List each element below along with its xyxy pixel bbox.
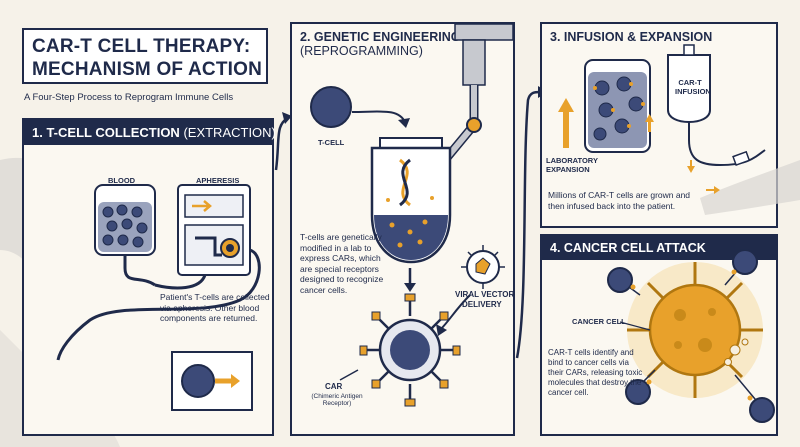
blood-label: BLOOD: [108, 176, 136, 185]
step3-heading: 3. INFUSION & EXPANSION: [550, 30, 713, 44]
tcell-label: T-CELL: [318, 138, 345, 147]
title-line-2: MECHANISM OF ACTION: [32, 59, 263, 80]
apheresis-label: APHERESIS: [196, 176, 240, 185]
step1-heading: 1. T-CELL COLLECTION (EXTRACTION): [24, 120, 276, 145]
cancer-cell-label: CANCER CELL: [572, 317, 626, 326]
step2-heading: 2. GENETIC ENGINEERING (REPROGRAMMING): [300, 30, 461, 58]
step4-caption: CAR-T cells identify and bind to cancer …: [548, 348, 643, 397]
title-box: CAR-T CELL THERAPY: MECHANISM OF ACTION: [22, 28, 268, 84]
step3-caption: Millions of CAR-T cells are grown and th…: [548, 190, 691, 211]
step1-caption: Patient's T-cells are collected via aphe…: [160, 292, 270, 323]
title-line-1: CAR-T CELL THERAPY:: [32, 36, 251, 57]
viral-label-1: VIRAL VECTOR: [455, 290, 515, 299]
step2-caption: T-cells are genetically modified in a la…: [300, 232, 384, 295]
viral-label-2: DELIVERY: [462, 300, 502, 309]
subtitle: A Four-Step Process to Reprogram Immune …: [24, 92, 234, 103]
car-label: CAR: [325, 382, 343, 391]
